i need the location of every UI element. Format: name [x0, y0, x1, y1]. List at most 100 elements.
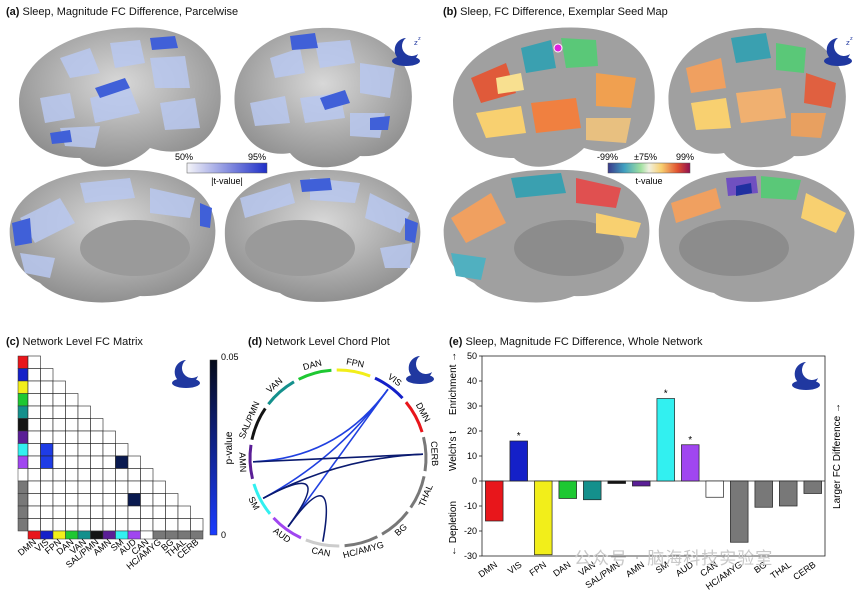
chord-arc-can [305, 538, 340, 548]
matrix-cell [65, 430, 79, 444]
panel-b-colorbar: -99% ±75% 99% t-value [597, 152, 694, 186]
chord-label: THAL [417, 483, 435, 508]
matrix-cell [177, 505, 191, 519]
matrix-cell [77, 443, 91, 457]
svg-text:z: z [850, 36, 853, 42]
matrix-cell [65, 468, 79, 482]
x-tick-label: DAN [551, 559, 572, 578]
chord-link [253, 453, 423, 463]
matrix-cell [152, 480, 166, 494]
bar-vis [509, 440, 528, 482]
bar-hcamyg [730, 480, 749, 543]
chord-label: AMN [237, 452, 248, 472]
chord-arc-vis [374, 376, 404, 400]
matrix-cell [77, 418, 91, 432]
matrix-cell [140, 480, 154, 494]
matrix-cell [52, 518, 66, 532]
matrix-cell [77, 518, 91, 532]
matrix-cell [90, 430, 104, 444]
matrix-cell [65, 393, 79, 407]
matrix-cell [115, 518, 129, 532]
y-axis-label-right: Larger FC Difference → [832, 403, 843, 509]
matrix-cell [127, 505, 141, 519]
matrix-cell [115, 505, 129, 519]
matrix-cell [102, 468, 116, 482]
matrix-row-color-bg [17, 493, 29, 507]
matrix-cell [52, 505, 66, 519]
y-tick-label: 50 [467, 351, 477, 361]
chord-arc-bg [381, 510, 409, 536]
cbar-b-low: -99% [597, 152, 618, 162]
matrix-cell [77, 455, 91, 469]
matrix-cell [90, 443, 104, 457]
bar-dmn [485, 480, 504, 522]
matrix-cell [152, 505, 166, 519]
matrix-cell [40, 393, 54, 407]
y-axis-label: Welch's t [448, 431, 459, 471]
cbar-a-high: 95% [248, 152, 266, 162]
chord-label: CAN [311, 545, 331, 558]
matrix-cell [140, 468, 154, 482]
bar-sm [656, 398, 675, 482]
cbar-b-bar [607, 162, 691, 174]
matrix-cell [127, 480, 141, 494]
y-axis-label-enrichment: Enrichment → [448, 352, 459, 415]
matrix-cell [102, 480, 116, 494]
y-tick-label: 30 [467, 401, 477, 411]
bar-can [705, 480, 724, 498]
brain-right-lateral [234, 27, 412, 168]
matrix-cell [52, 430, 66, 444]
bar-bg [754, 480, 773, 508]
matrix-cell [65, 418, 79, 432]
significance-star: * [517, 431, 521, 442]
bar-cerb [803, 480, 822, 494]
matrix-cell [127, 455, 141, 469]
significance-star: * [664, 389, 668, 400]
svg-text:z: z [418, 36, 421, 42]
matrix-row-color-dan [17, 393, 29, 407]
matrix-cell [52, 480, 66, 494]
chord-arc-thal [409, 475, 426, 509]
x-tick-label: CERB [791, 559, 817, 582]
matrix-cell [27, 430, 41, 444]
cbar-b-mid: ±75% [634, 152, 657, 162]
bar-amn [632, 480, 651, 487]
matrix-cell [27, 493, 41, 507]
matrix-cell [52, 443, 66, 457]
matrix-cell [40, 368, 54, 382]
matrix-cell [40, 480, 54, 494]
matrix-cell [52, 493, 66, 507]
panel-d-title: (d) Network Level Chord Plot [248, 336, 390, 348]
watermark: 公众号 · 脑海科技实验室 [574, 549, 774, 569]
panel-c-title: (c) Network Level FC Matrix [6, 336, 143, 348]
y-tick-label: 0 [472, 476, 477, 486]
matrix-cell [65, 518, 79, 532]
chord-arc-sm [252, 483, 272, 515]
panel-a-brain-surfaces: z z [9, 27, 421, 303]
cbar-b-label: t-value [635, 176, 662, 186]
matrix-cell [65, 505, 79, 519]
matrix-cell [27, 443, 41, 457]
matrix-cell [115, 493, 129, 507]
matrix-cell [40, 493, 54, 507]
matrix-cell [52, 418, 66, 432]
chord-link [253, 388, 389, 463]
brain-right-medial [224, 169, 421, 302]
brain-b-right-medial [658, 169, 855, 302]
matrix-cell [90, 480, 104, 494]
matrix-cell [90, 518, 104, 532]
x-tick-label: FPN [528, 559, 548, 578]
matrix-cell [127, 468, 141, 482]
bar-dan [558, 480, 577, 499]
matrix-cell [152, 518, 166, 532]
matrix-row-color-hcamyg [17, 480, 29, 494]
bar-salpmn [607, 480, 626, 484]
matrix-col-color [190, 530, 204, 540]
matrix-cell [115, 480, 129, 494]
brain-b-left-lateral [453, 27, 655, 167]
matrix-cell [90, 505, 104, 519]
moon-shape [794, 362, 818, 386]
matrix-cell [52, 380, 66, 394]
matrix-cell [140, 505, 154, 519]
